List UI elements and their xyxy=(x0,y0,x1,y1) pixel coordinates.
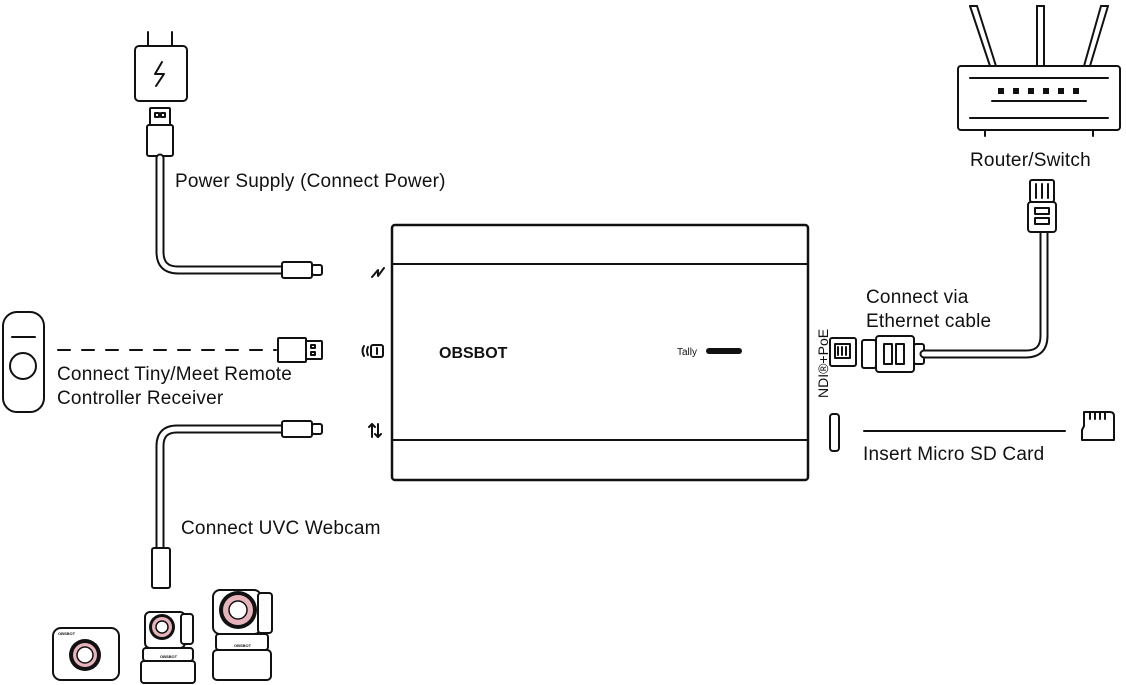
lightning-icon xyxy=(371,267,385,278)
obsbot-device xyxy=(390,223,810,482)
svg-text:OBSBOT: OBSBOT xyxy=(58,631,76,636)
remote-controller-icon xyxy=(2,311,45,413)
webcam-usb-plug xyxy=(151,547,171,589)
svg-text:OBSBOT: OBSBOT xyxy=(160,654,178,659)
usb-receiver-dongle xyxy=(277,337,323,363)
usb-transfer-icon xyxy=(368,423,382,438)
router-icon xyxy=(957,5,1121,137)
ethernet-label-line1: Connect via xyxy=(866,287,969,308)
sd-card-label: Insert Micro SD Card xyxy=(863,444,1044,465)
webcam-label: Connect UVC Webcam xyxy=(181,518,381,539)
ethernet-port-label: NDI®+PoE xyxy=(815,329,831,398)
tally-label: Tally xyxy=(677,347,697,358)
micro-sd-card-icon xyxy=(1081,411,1115,441)
power-adapter-icon xyxy=(134,31,188,157)
power-plug xyxy=(281,261,313,279)
ethernet-plug-router-side xyxy=(1027,179,1057,233)
power-label: Power Supply (Connect Power) xyxy=(175,171,446,192)
tally-light-indicator xyxy=(706,348,742,354)
sd-card-slot xyxy=(829,413,840,452)
remote-label-line1: Connect Tiny/Meet Remote xyxy=(57,364,292,385)
remote-label-line2: Controller Receiver xyxy=(57,388,224,409)
ethernet-plug-device-side xyxy=(861,335,925,373)
ethernet-port xyxy=(829,337,857,367)
wireless-receiver-icon xyxy=(361,344,384,358)
ethernet-label-line2: Ethernet cable xyxy=(866,311,991,332)
svg-text:OBSBOT: OBSBOT xyxy=(234,643,252,648)
router-label: Router/Switch xyxy=(970,150,1091,171)
device-brand-logo: OBSBOT xyxy=(439,345,508,362)
webcam-icon: OBSBOT OBSBOT OBSBOT xyxy=(52,589,273,684)
